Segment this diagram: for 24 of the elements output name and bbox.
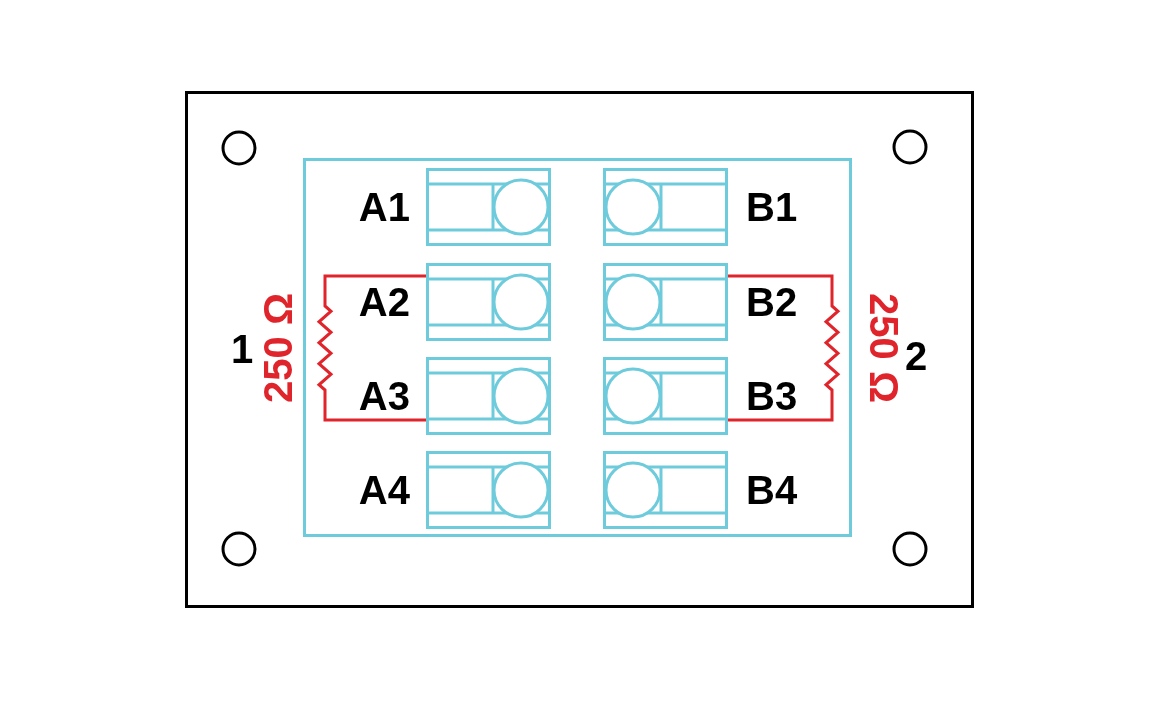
terminal-label: A3 bbox=[357, 373, 410, 420]
terminal-block bbox=[426, 357, 551, 435]
edge-label: 250 Ω bbox=[254, 293, 301, 403]
edge-label: 250 Ω bbox=[860, 293, 906, 403]
terminal-label: A1 bbox=[357, 184, 410, 231]
circuit-board bbox=[185, 91, 974, 608]
terminal-block bbox=[603, 451, 728, 529]
terminal-label: B2 bbox=[746, 279, 798, 326]
resistor-wire bbox=[316, 274, 426, 422]
terminal-block bbox=[426, 451, 551, 529]
terminal-label: B1 bbox=[746, 184, 798, 231]
terminal-block bbox=[603, 357, 728, 435]
terminal-block bbox=[426, 168, 551, 246]
terminal-strip-outline bbox=[303, 158, 852, 537]
circuit-number: 1 bbox=[231, 326, 254, 373]
terminal-block bbox=[603, 263, 728, 341]
terminal-label: A4 bbox=[357, 467, 410, 514]
terminal-label: B4 bbox=[746, 467, 798, 514]
terminal-label: A2 bbox=[357, 279, 410, 326]
terminal-block bbox=[603, 168, 728, 246]
terminal-label: B3 bbox=[746, 373, 798, 420]
circuit-number: 2 bbox=[905, 333, 928, 380]
terminal-block bbox=[426, 263, 551, 341]
resistor-wire bbox=[728, 274, 841, 422]
